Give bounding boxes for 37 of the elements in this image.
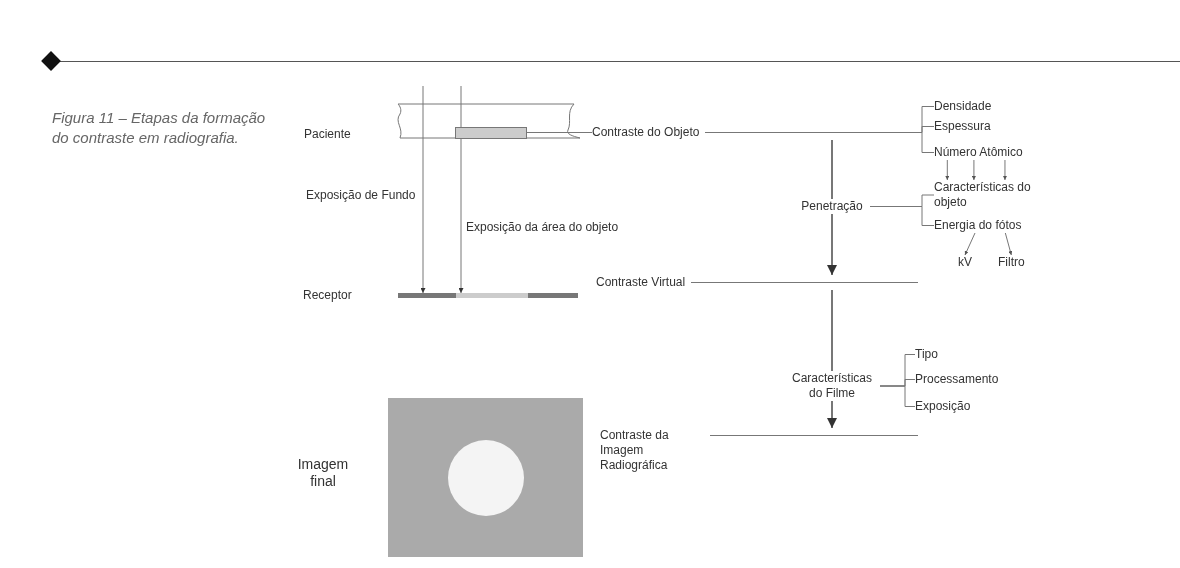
arrow bbox=[827, 400, 837, 429]
stage-label: kV bbox=[958, 255, 972, 270]
connector-line bbox=[869, 206, 935, 226]
stage-label: Tipo bbox=[915, 347, 938, 362]
stage-label: Processamento bbox=[915, 372, 999, 387]
part-label: Receptor bbox=[303, 288, 352, 303]
part-label: Paciente bbox=[304, 127, 351, 142]
x-ray-beam-arrow bbox=[458, 85, 464, 294]
stage-label: Exposição bbox=[915, 399, 971, 414]
stage-label: Contraste do Objeto bbox=[592, 125, 918, 140]
part-label: Imagem final bbox=[296, 456, 350, 490]
part-label: Exposição da área do objeto bbox=[466, 220, 619, 235]
stage-label: Características do Filme bbox=[784, 371, 880, 401]
object-block bbox=[455, 127, 527, 139]
stage-label: Filtro bbox=[998, 255, 1025, 270]
stage-label: Número Atômico bbox=[934, 145, 1023, 160]
stage-label: Contraste Virtual bbox=[596, 275, 918, 290]
stage-label: Energia do fótos bbox=[934, 218, 1022, 233]
stage-label: Penetração bbox=[794, 199, 870, 214]
figure-caption: Figura 11 – Etapas da formação do contraste em radiografia. bbox=[52, 108, 267, 148]
arrow bbox=[945, 159, 950, 181]
connector-line bbox=[831, 289, 833, 372]
arrow bbox=[964, 232, 976, 256]
arrow bbox=[1004, 232, 1013, 256]
arrow bbox=[1002, 159, 1007, 181]
arrow bbox=[971, 159, 976, 181]
leader-line bbox=[526, 132, 593, 133]
connector-line bbox=[879, 385, 916, 407]
x-ray-beam-arrow bbox=[420, 85, 426, 294]
arrow bbox=[827, 213, 837, 276]
stage-label: Densidade bbox=[934, 99, 992, 114]
part-label: Exposição de Fundo bbox=[306, 188, 416, 203]
stage-label: Características do objeto bbox=[934, 180, 1059, 210]
connector-line bbox=[831, 139, 833, 200]
stage-label: Contraste da Imagem Radiográfica bbox=[600, 428, 918, 473]
stage-label: Espessura bbox=[934, 119, 991, 134]
receptor-bar bbox=[398, 293, 578, 298]
